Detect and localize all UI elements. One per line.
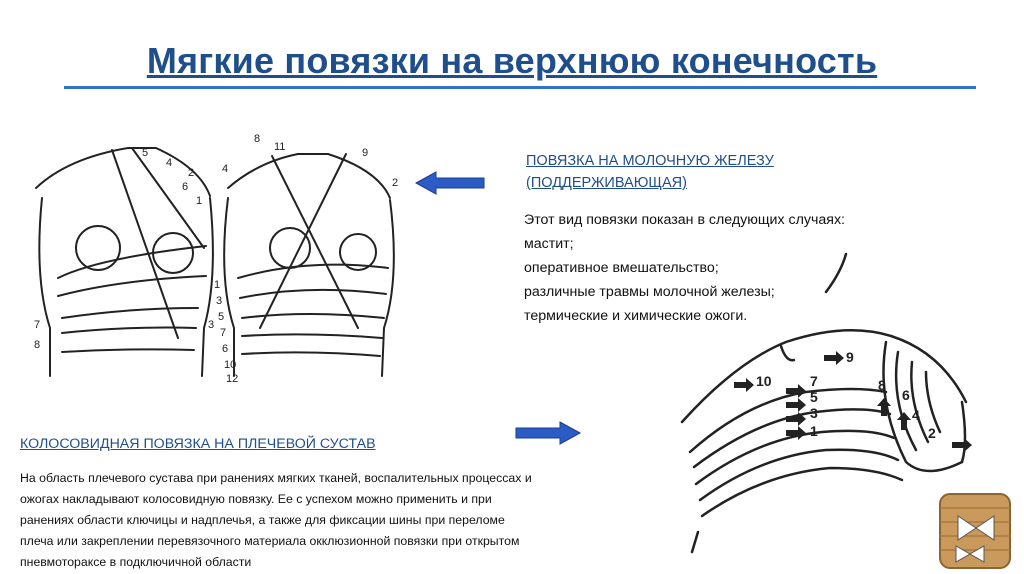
figure-label: 10 bbox=[224, 359, 236, 371]
breast-bandage-figure: 5 4 2 6 1 7 3 8 8 11 9 2 4 1 3 5 7 6 10 … bbox=[34, 133, 398, 385]
breast-bandage-heading: ПОВЯЗКА НА МОЛОЧНУЮ ЖЕЛЕЗУ (ПОДДЕРЖИВАЮЩ… bbox=[526, 150, 856, 194]
figure-label: 4 bbox=[912, 407, 920, 423]
figure-label: 9 bbox=[846, 349, 854, 365]
shoulder-bandage-description: На область плечевого сустава при ранения… bbox=[20, 468, 670, 573]
description-line: ранениях области ключицы и надплечья, а … bbox=[20, 513, 505, 527]
shoulder-bandage-heading: КОЛОСОВИДНАЯ ПОВЯЗКА НА ПЛЕЧЕВОЙ СУСТАВ bbox=[20, 436, 376, 452]
arrow-left-icon bbox=[414, 171, 485, 195]
figure-label: 3 bbox=[810, 405, 818, 421]
figure-label: 6 bbox=[902, 387, 910, 403]
figure-label: 2 bbox=[392, 177, 398, 189]
figure-label: 8 bbox=[254, 133, 260, 145]
bandage-roll-icon bbox=[939, 493, 1011, 569]
indication-line: мастит; bbox=[524, 236, 574, 252]
indication-line: термические и химические ожоги. bbox=[524, 308, 748, 324]
figure-label: 3 bbox=[208, 319, 214, 331]
title-underline bbox=[64, 86, 976, 89]
description-line: ожогах накладывают колосовидную повязку.… bbox=[20, 492, 492, 506]
figure-label: 11 bbox=[274, 141, 285, 153]
figure-label: 6 bbox=[182, 181, 188, 193]
description-line: пневмотораксе в подключичной области bbox=[20, 555, 252, 569]
figure-label: 5 bbox=[810, 389, 818, 405]
figure-label: 2 bbox=[188, 167, 194, 179]
figure-label: 1 bbox=[810, 423, 818, 439]
figure-label: 5 bbox=[142, 147, 148, 159]
figure-label: 7 bbox=[220, 327, 226, 339]
figure-label: 12 bbox=[226, 373, 238, 385]
figure-label: 1 bbox=[214, 279, 220, 291]
indication-line: различные травмы молочной железы; bbox=[524, 284, 775, 300]
figure-label: 3 bbox=[216, 295, 222, 307]
figure-label: 8 bbox=[878, 377, 886, 393]
heading-line: (ПОДДЕРЖИВАЮЩАЯ) bbox=[526, 175, 687, 191]
figure-label: 10 bbox=[756, 373, 772, 389]
figure-label: 4 bbox=[166, 157, 172, 169]
figure-label: 9 bbox=[362, 147, 368, 159]
figure-label: 5 bbox=[218, 311, 224, 323]
breast-bandage-indications: Этот вид повязки показан в следующих слу… bbox=[524, 208, 944, 328]
shoulder-bandage-figure: 9 10 7 5 3 1 8 6 4 2 bbox=[680, 252, 972, 554]
figure-label: 6 bbox=[222, 343, 228, 355]
figure-label: 2 bbox=[928, 425, 936, 441]
figure-label: 7 bbox=[810, 373, 818, 389]
heading-line: ПОВЯЗКА НА МОЛОЧНУЮ ЖЕЛЕЗУ bbox=[526, 153, 774, 169]
description-line: плеча или закреплении перевязочного мате… bbox=[20, 534, 520, 548]
figure-label: 8 bbox=[34, 339, 40, 351]
indication-line: оперативное вмешательство; bbox=[524, 260, 719, 276]
figure-label: 4 bbox=[222, 163, 228, 175]
figure-label: 7 bbox=[34, 319, 40, 331]
page-title: Мягкие повязки на верхнюю конечность bbox=[146, 40, 878, 81]
arrow-right-icon bbox=[515, 421, 582, 445]
indication-line: Этот вид повязки показан в следующих слу… bbox=[524, 212, 845, 228]
figure-label: 1 bbox=[196, 195, 202, 207]
description-line: На область плечевого сустава при ранения… bbox=[20, 471, 532, 485]
